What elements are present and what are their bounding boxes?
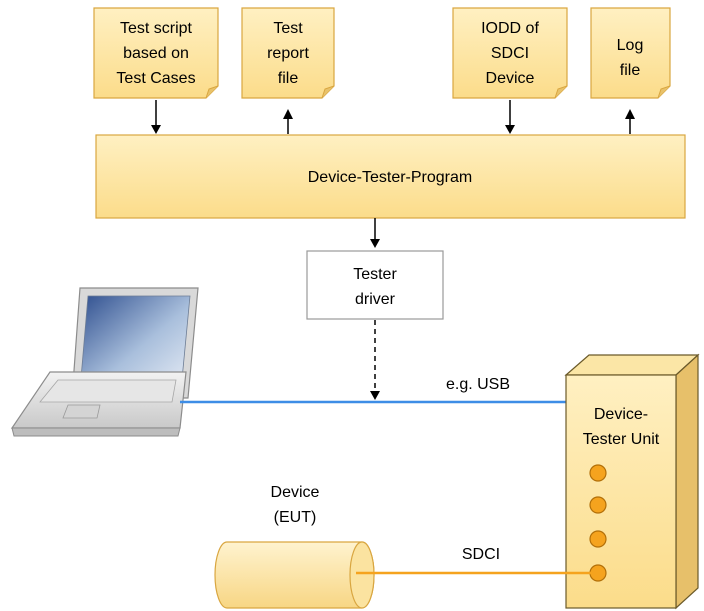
doc-log-file: Log file bbox=[590, 7, 671, 99]
device-cylinder-end bbox=[349, 541, 375, 609]
driver-line-1: Tester bbox=[353, 266, 397, 283]
doc-iodd-line-2: SDCI bbox=[491, 45, 529, 62]
arrow-driver-to-usb bbox=[370, 320, 380, 400]
port-2 bbox=[589, 496, 607, 514]
laptop-icon bbox=[10, 287, 199, 437]
arrow-up-log bbox=[625, 109, 635, 119]
device-line-1: Device bbox=[271, 484, 320, 501]
doc-iodd-line-1: IODD of bbox=[481, 20, 539, 37]
doc-test-script-line-1: Test script bbox=[120, 20, 193, 37]
doc-iodd-line-3: Device bbox=[486, 70, 535, 87]
doc-arrows bbox=[151, 100, 635, 134]
device-tester-unit: Device- Tester Unit bbox=[564, 353, 700, 610]
doc-test-script: Test script based on Test Cases bbox=[93, 7, 219, 99]
tester-unit-side bbox=[675, 353, 699, 610]
device-eut: Device (EUT) bbox=[214, 484, 375, 609]
program-box bbox=[95, 134, 686, 219]
device-tester-program: Device-Tester-Program bbox=[95, 134, 686, 219]
tester-unit-front bbox=[565, 374, 677, 609]
tester-unit-top bbox=[564, 354, 700, 376]
driver-box bbox=[306, 250, 444, 320]
doc-test-script-line-2: based on bbox=[123, 45, 189, 62]
tester-driver: Tester driver bbox=[306, 250, 444, 320]
tester-unit-line-2: Tester Unit bbox=[583, 431, 660, 448]
sdci-label: SDCI bbox=[462, 546, 500, 563]
tester-unit-line-1: Device- bbox=[594, 406, 648, 423]
arrow-program-to-driver bbox=[370, 218, 380, 248]
doc-test-script-line-3: Test Cases bbox=[116, 70, 195, 87]
arrow-up-report bbox=[283, 109, 293, 119]
port-1 bbox=[589, 464, 607, 482]
port-3 bbox=[589, 530, 607, 548]
doc-test-report-line-2: report bbox=[267, 45, 309, 62]
program-label: Device-Tester-Program bbox=[308, 169, 472, 186]
arrow-down-iodd bbox=[505, 125, 515, 134]
arrow-down-test-script bbox=[151, 125, 161, 134]
usb-connection: e.g. USB bbox=[180, 376, 566, 404]
doc-iodd: IODD of SDCI Device bbox=[452, 7, 568, 99]
sdci-connection: SDCI bbox=[356, 546, 598, 575]
doc-test-report-line-1: Test bbox=[273, 20, 303, 37]
device-line-2: (EUT) bbox=[274, 509, 317, 526]
driver-line-2: driver bbox=[355, 291, 396, 308]
laptop-touchpad bbox=[62, 404, 101, 419]
usb-label: e.g. USB bbox=[446, 376, 510, 393]
doc-test-report-line-3: file bbox=[278, 70, 299, 87]
doc-log-file-line-2: file bbox=[620, 62, 641, 79]
doc-test-report: Test report file bbox=[241, 7, 335, 99]
doc-log-file-line-1: Log bbox=[617, 37, 644, 54]
